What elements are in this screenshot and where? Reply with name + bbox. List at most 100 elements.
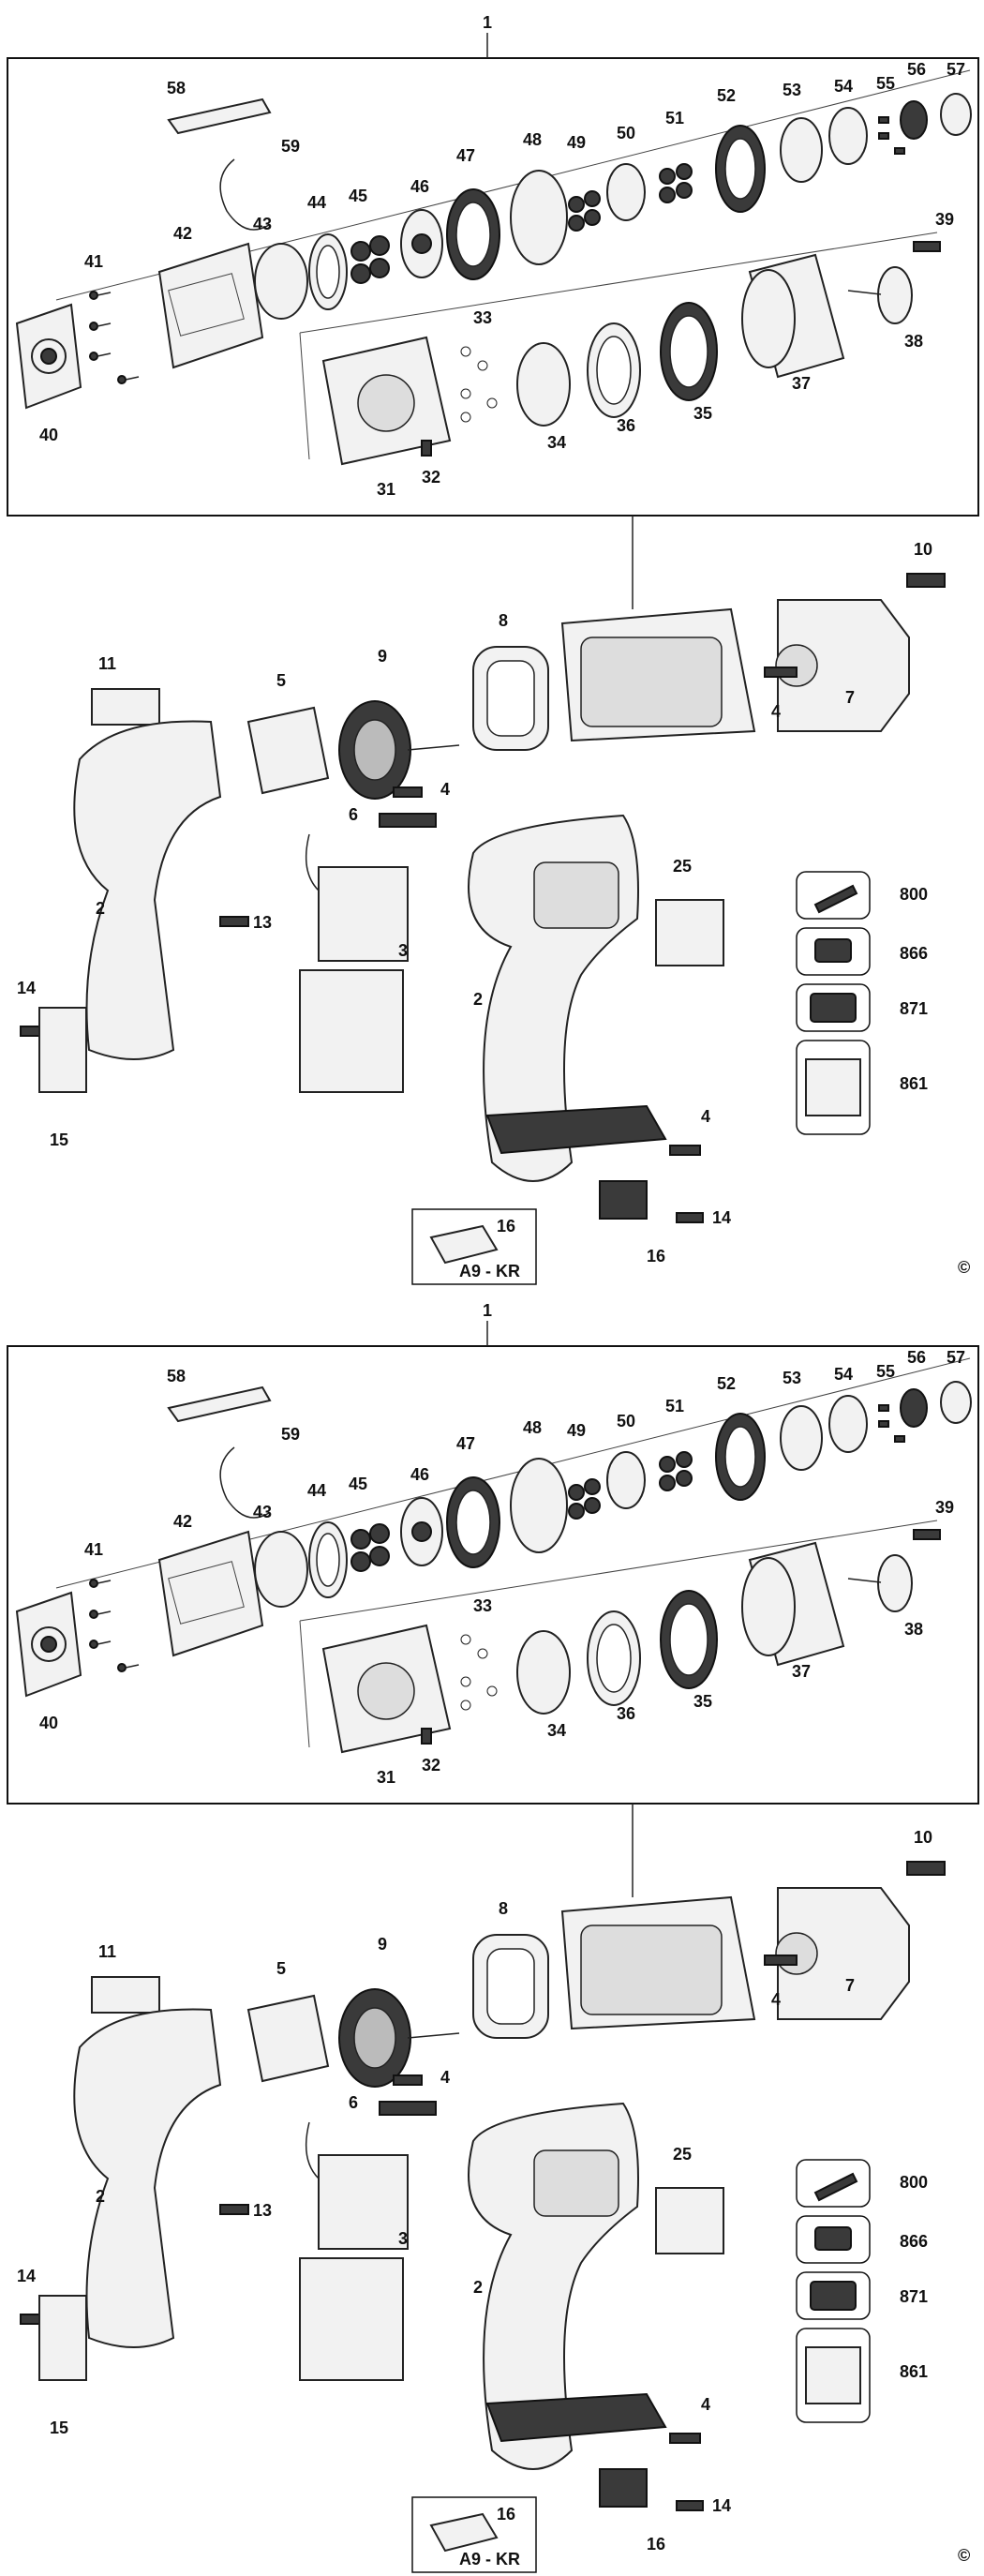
callout-label-37: 37 xyxy=(792,374,811,393)
callout-label-8: 8 xyxy=(499,611,508,630)
callout-label-13: 13 xyxy=(253,913,272,932)
callout-label-800: 800 xyxy=(900,885,928,904)
callout-label-866: 866 xyxy=(900,2232,928,2251)
callout-label-48: 48 xyxy=(523,1418,542,1437)
callout-label-4: 4 xyxy=(771,1990,781,2009)
callout-label-31: 31 xyxy=(377,480,395,499)
copyright-mark-bottom: © xyxy=(958,2546,970,2565)
callout-label-50: 50 xyxy=(617,1412,635,1430)
inset-code-bottom: A9 - KR xyxy=(459,2550,520,2569)
callout-label-2: 2 xyxy=(96,899,105,918)
callout-label-58: 58 xyxy=(167,79,186,97)
callout-label-48: 48 xyxy=(523,130,542,149)
callout-label-9: 9 xyxy=(378,647,387,666)
callout-label-49: 49 xyxy=(567,1421,586,1440)
callout-label-16: 16 xyxy=(497,2505,515,2524)
callout-label-38: 38 xyxy=(904,1620,923,1639)
callout-label-861: 861 xyxy=(900,1074,928,1093)
callout-label-7: 7 xyxy=(845,1976,855,1995)
callout-label-39: 39 xyxy=(935,1498,954,1517)
callout-label-43: 43 xyxy=(253,1503,272,1521)
callout-label-40: 40 xyxy=(39,1714,58,1732)
callout-label-2: 2 xyxy=(96,2187,105,2206)
callout-label-8: 8 xyxy=(499,1899,508,1918)
callout-label-59: 59 xyxy=(281,137,300,156)
callout-label-43: 43 xyxy=(253,215,272,233)
callout-label-55: 55 xyxy=(876,1362,895,1381)
diagram-copy-bottom xyxy=(7,1320,979,2573)
callout-label-2: 2 xyxy=(473,2278,483,2297)
callout-label-57: 57 xyxy=(947,1348,965,1367)
callout-label-44: 44 xyxy=(307,1481,326,1500)
callout-label-45: 45 xyxy=(349,187,367,205)
callout-label-50: 50 xyxy=(617,124,635,142)
callout-label-861: 861 xyxy=(900,2362,928,2381)
callout-label-1: 1 xyxy=(483,1301,492,1320)
callout-label-41: 41 xyxy=(84,252,103,271)
inset-code-top: A9 - KR xyxy=(459,1262,520,1281)
callout-label-47: 47 xyxy=(456,1434,475,1453)
callout-label-800: 800 xyxy=(900,2173,928,2192)
callout-label-13: 13 xyxy=(253,2201,272,2220)
callout-label-871: 871 xyxy=(900,2287,928,2306)
callout-label-866: 866 xyxy=(900,944,928,963)
callout-label-37: 37 xyxy=(792,1662,811,1681)
callout-label-14: 14 xyxy=(712,2496,731,2515)
callout-label-34: 34 xyxy=(547,433,566,452)
copyright-mark-top: © xyxy=(958,1258,970,1277)
callout-label-51: 51 xyxy=(665,1397,684,1415)
callout-label-35: 35 xyxy=(693,1692,712,1711)
callout-label-33: 33 xyxy=(473,308,492,327)
callout-label-16: 16 xyxy=(497,1217,515,1236)
callout-label-58: 58 xyxy=(167,1367,186,1385)
callout-label-15: 15 xyxy=(50,2419,68,2437)
callout-label-52: 52 xyxy=(717,86,736,105)
callout-label-36: 36 xyxy=(617,416,635,435)
callout-label-6: 6 xyxy=(349,805,358,824)
callout-label-10: 10 xyxy=(914,540,932,559)
callout-label-6: 6 xyxy=(349,2093,358,2112)
callout-label-57: 57 xyxy=(947,60,965,79)
callout-label-11: 11 xyxy=(98,654,116,673)
callout-label-49: 49 xyxy=(567,133,586,152)
callout-label-871: 871 xyxy=(900,999,928,1018)
callout-label-14: 14 xyxy=(712,1208,731,1227)
callout-label-53: 53 xyxy=(783,81,801,99)
callout-label-4: 4 xyxy=(771,702,781,721)
callout-label-1: 1 xyxy=(483,13,492,32)
callout-label-46: 46 xyxy=(410,1465,429,1484)
callout-label-45: 45 xyxy=(349,1475,367,1493)
callout-label-4: 4 xyxy=(701,2395,710,2414)
callout-label-2: 2 xyxy=(473,990,483,1009)
callout-label-4: 4 xyxy=(701,1107,710,1126)
callout-label-53: 53 xyxy=(783,1369,801,1387)
callout-label-56: 56 xyxy=(907,60,926,79)
callout-label-10: 10 xyxy=(914,1828,932,1847)
callout-label-35: 35 xyxy=(693,404,712,423)
callout-label-3: 3 xyxy=(398,2229,408,2248)
callout-label-11: 11 xyxy=(98,1942,116,1961)
callout-label-3: 3 xyxy=(398,941,408,960)
callout-label-46: 46 xyxy=(410,177,429,196)
callout-label-54: 54 xyxy=(834,1365,853,1384)
callout-label-4: 4 xyxy=(440,780,450,799)
callout-label-54: 54 xyxy=(834,77,853,96)
callout-label-39: 39 xyxy=(935,210,954,229)
callout-label-59: 59 xyxy=(281,1425,300,1444)
callout-label-42: 42 xyxy=(173,224,192,243)
callout-label-38: 38 xyxy=(904,332,923,351)
callout-label-40: 40 xyxy=(39,426,58,444)
callout-label-32: 32 xyxy=(422,1756,440,1775)
callout-label-31: 31 xyxy=(377,1768,395,1787)
callout-label-15: 15 xyxy=(50,1131,68,1149)
callout-label-5: 5 xyxy=(276,671,286,690)
callout-label-16: 16 xyxy=(647,1247,665,1266)
callout-label-55: 55 xyxy=(876,74,895,93)
callout-label-36: 36 xyxy=(617,1704,635,1723)
callout-label-51: 51 xyxy=(665,109,684,127)
callout-label-5: 5 xyxy=(276,1959,286,1978)
callout-label-14: 14 xyxy=(17,979,36,997)
